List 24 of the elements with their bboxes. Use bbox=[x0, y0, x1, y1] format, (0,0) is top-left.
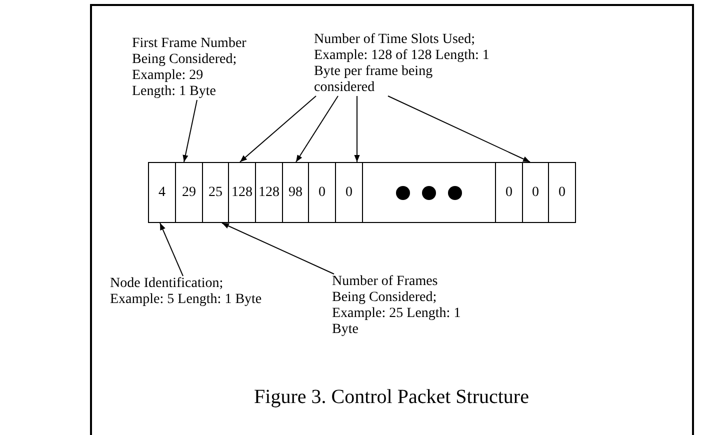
arrow bbox=[182, 100, 198, 162]
annotation-text: First Frame Number Being Considered; Example: 29 Length: 1 Byte bbox=[132, 36, 248, 100]
packet-field: 0 bbox=[308, 162, 336, 223]
figure-caption: Figure 3. Control Packet Structure bbox=[253, 386, 530, 409]
arrow bbox=[222, 222, 334, 274]
packet-field: 0 bbox=[495, 162, 523, 223]
arrow bbox=[296, 96, 338, 162]
arrow bbox=[240, 96, 316, 162]
packet-field: 128 bbox=[255, 162, 283, 223]
packet-field: 0 bbox=[522, 162, 549, 223]
packet-field: 25 bbox=[202, 162, 229, 223]
arrow bbox=[354, 96, 360, 162]
annotation-text: Number of Time Slots Used; Example: 128 of 128 Length: 1 Byte per frame being considered bbox=[314, 32, 490, 96]
arrow bbox=[388, 96, 530, 162]
packet-field: 0 bbox=[548, 162, 576, 223]
annotation-text: Number of Frames Being Considered; Example: 25 Length: 1 Byte bbox=[332, 274, 472, 338]
packet-field bbox=[362, 162, 496, 223]
packet-field: 4 bbox=[148, 162, 176, 223]
annotation-text: Node Identification; Example: 5 Length: 1 Byte bbox=[110, 276, 270, 308]
packet-field: 0 bbox=[335, 162, 363, 223]
packet-field: 29 bbox=[175, 162, 203, 223]
packet-field: 128 bbox=[228, 162, 256, 223]
arrow bbox=[160, 222, 184, 276]
packet-field: 98 bbox=[282, 162, 309, 223]
